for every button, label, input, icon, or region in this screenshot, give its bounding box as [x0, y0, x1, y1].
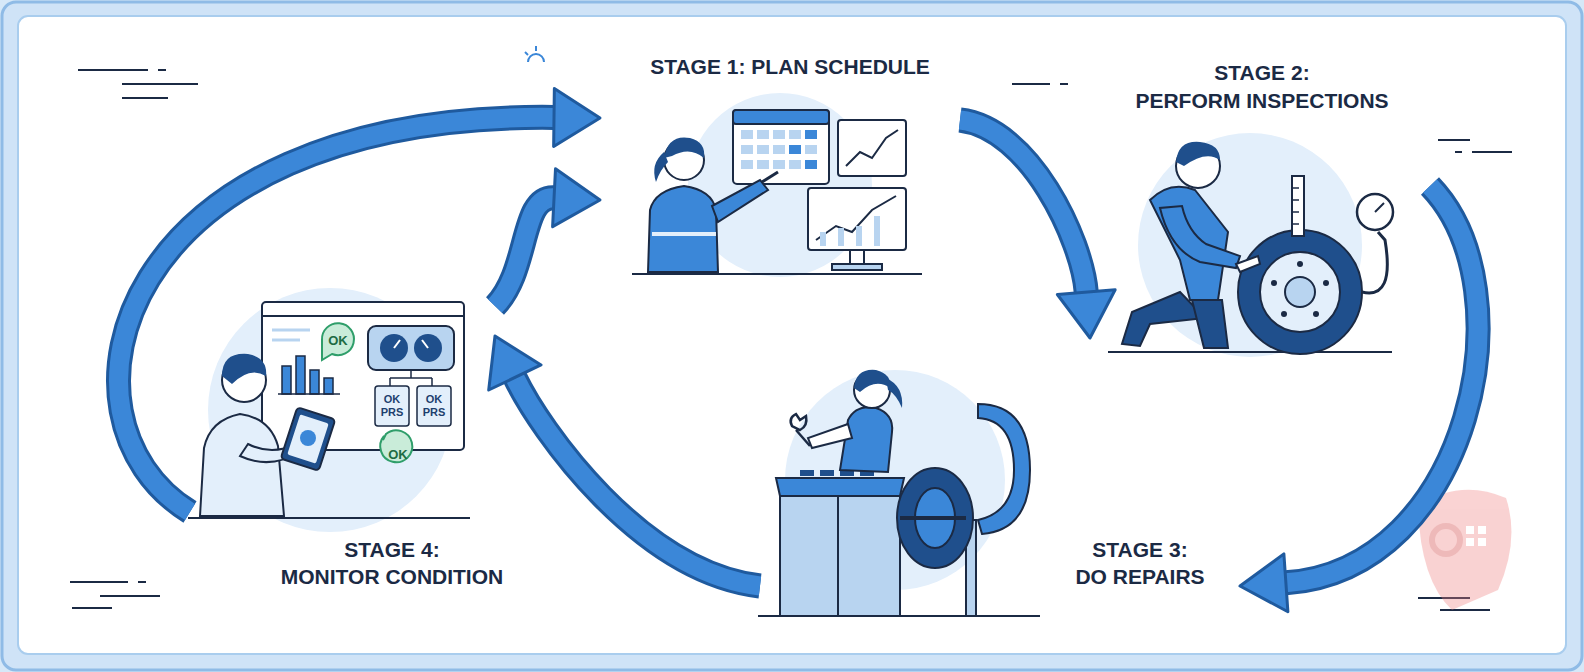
cycle-arrow	[495, 169, 600, 306]
arrow-head	[1240, 554, 1288, 612]
stage-group: STAGE 1: PLAN SCHEDULE	[600, 40, 960, 285]
stage-title: MONITOR CONDITION	[281, 564, 503, 590]
cycle-arrow	[119, 88, 600, 512]
status-bubble: OK	[388, 447, 408, 462]
pressure-tile: OK PRS	[377, 393, 407, 419]
arrow-body	[515, 377, 760, 586]
arrow-outline	[1286, 186, 1478, 583]
arrow-outline	[119, 117, 554, 512]
stage-title: PERFORM INSPECTIONS	[1135, 88, 1388, 114]
arrow-body	[119, 117, 554, 512]
deco-spark-rays	[525, 46, 536, 55]
arrow-body	[495, 198, 554, 306]
stage3-illustration	[758, 370, 1040, 616]
stage-heading: STAGE 3:	[1092, 537, 1187, 563]
arrow-body	[960, 120, 1086, 292]
stage-heading: STAGE 1: PLAN SCHEDULE	[650, 54, 930, 80]
stage4-illustration	[188, 288, 470, 532]
arrow-head	[1057, 290, 1115, 338]
cycle-arrow	[489, 336, 760, 586]
arrow-body	[1286, 186, 1478, 583]
stage-heading: STAGE 2:	[1214, 60, 1309, 86]
stage-title: DO REPAIRS	[1075, 564, 1204, 590]
stage-heading: STAGE 4:	[344, 537, 439, 563]
deco-spark	[528, 54, 544, 62]
arrow-outline	[960, 120, 1086, 292]
status-bubble: OK	[328, 333, 348, 348]
arrow-outline	[515, 377, 760, 586]
stage2-illustration	[1108, 133, 1393, 357]
pressure-tile: OK PRS	[419, 393, 449, 419]
arrow-head	[553, 169, 600, 227]
cycle-arrow	[1240, 186, 1478, 612]
arrow-outline	[495, 198, 554, 306]
stage-group: STAGE 2:PERFORM INSPECTIONS	[1090, 52, 1430, 360]
stage-group: STAGE 3:DO REPAIRS	[760, 362, 1240, 620]
panel	[18, 16, 1566, 654]
cycle-arrow	[960, 120, 1115, 338]
arrow-head	[489, 336, 541, 390]
stage1-illustration	[632, 93, 922, 277]
arrow-head	[554, 88, 600, 146]
